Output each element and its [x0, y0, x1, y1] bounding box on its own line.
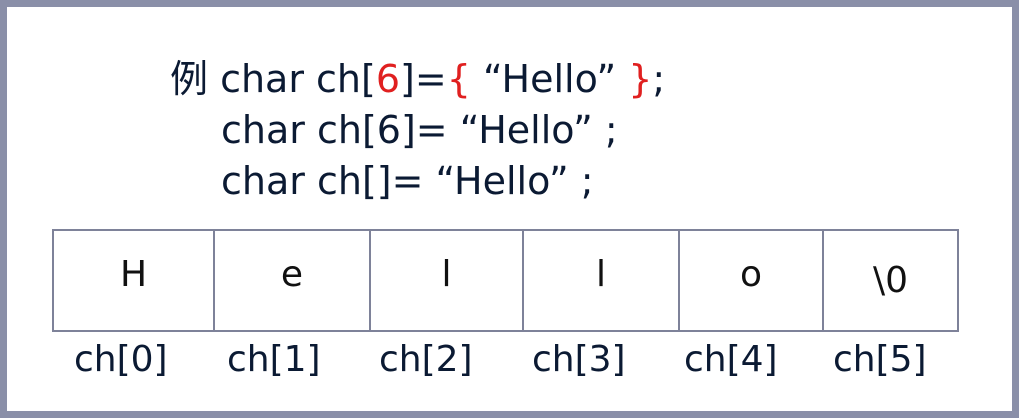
code-suffix: ;	[652, 57, 666, 101]
index-label-1: ch[1]	[227, 339, 321, 380]
array-cell-1: e	[213, 229, 371, 332]
cell-value: l	[595, 254, 606, 295]
null-terminator: \0	[872, 260, 909, 301]
code-line-3: char ch[]= “Hello” ;	[221, 159, 594, 203]
code-line-2: char ch[6]= “Hello” ;	[221, 108, 618, 152]
cell-value: l	[441, 254, 452, 295]
array-cell-4: o	[678, 229, 824, 332]
index-label-2: ch[2]	[379, 339, 473, 380]
code-line-1: 例 char ch[6]={ “Hello” };	[170, 57, 665, 101]
cell-value: e	[280, 254, 304, 295]
array-size: 6	[375, 57, 401, 101]
index-label-0: ch[0]	[74, 339, 168, 380]
array-cell-2: l	[369, 229, 524, 332]
array-cell-5: \0	[822, 229, 959, 332]
index-label-4: ch[4]	[684, 339, 778, 380]
cell-value: o	[739, 254, 763, 295]
code-mid: ]=	[400, 57, 447, 101]
index-label-3: ch[3]	[532, 339, 626, 380]
code-prefix: 例 char ch[	[170, 57, 376, 101]
open-brace: {	[446, 57, 471, 101]
index-label-5: ch[5]	[833, 339, 927, 380]
string-literal: “Hello”	[470, 57, 629, 101]
cell-value: H	[119, 254, 148, 295]
array-cell-0: H	[52, 229, 215, 332]
array-cell-3: l	[522, 229, 680, 332]
close-brace: }	[628, 57, 653, 101]
